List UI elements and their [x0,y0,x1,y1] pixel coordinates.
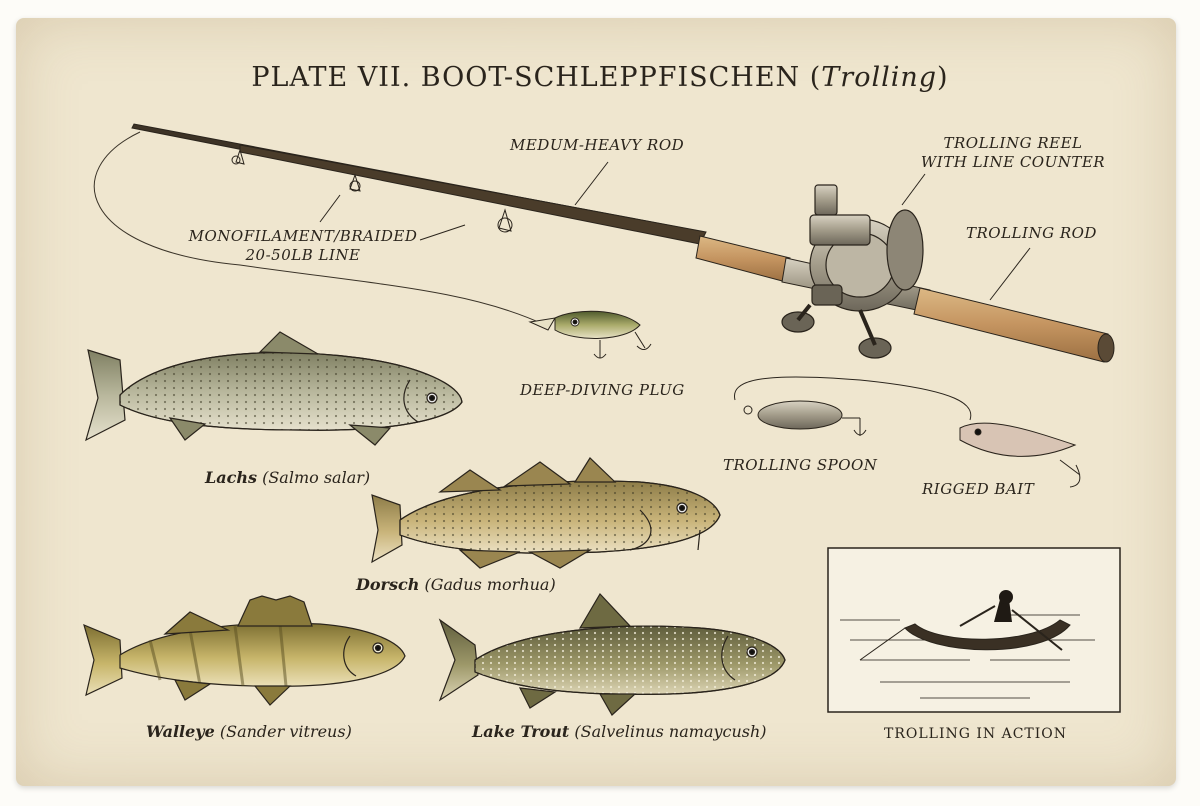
deep-diving-plug [528,310,652,359]
caption-salmon: Lachs (Salmo salar) [205,468,371,487]
lake-trout-fish [438,593,786,716]
trolling-inset [827,547,1121,713]
plate-title: PLATE VII. BOOT-SCHLEPPFISCHEN (Trolling… [251,62,949,93]
caption-walleye: Walleye (Sander vitreus) [146,722,352,741]
salmon-fish [85,331,463,446]
label-medium-rod: MEDUM-HEAVY ROD [510,136,685,154]
reel [781,184,924,359]
walleye-fish [83,595,406,706]
leader-lines [319,161,1031,301]
trolling-spoon [733,376,972,436]
caption-cod: Dorsch (Gadus morhua) [356,575,556,594]
inset-caption: TROLLING IN ACTION [884,726,1068,742]
caption-lake-trout: Lake Trout (Salvelinus namaycush) [472,722,767,741]
label-fishing-line: MONOFILAMENT/BRAIDED 20-50LB LINE [188,227,418,264]
label-deep-diving-plug: DEEP-DIVING PLUG [520,381,685,399]
label-rigged-bait: RIGGED BAIT [922,480,1035,498]
label-trolling-spoon: TROLLING SPOON [723,456,878,474]
label-trolling-rod: TROLLING ROD [966,224,1097,242]
fishing-line [93,131,546,326]
cod-fish [371,457,721,569]
rigged-bait [959,422,1081,488]
label-trolling-reel: TROLLING REEL WITH LINE COUNTER [920,134,1106,171]
